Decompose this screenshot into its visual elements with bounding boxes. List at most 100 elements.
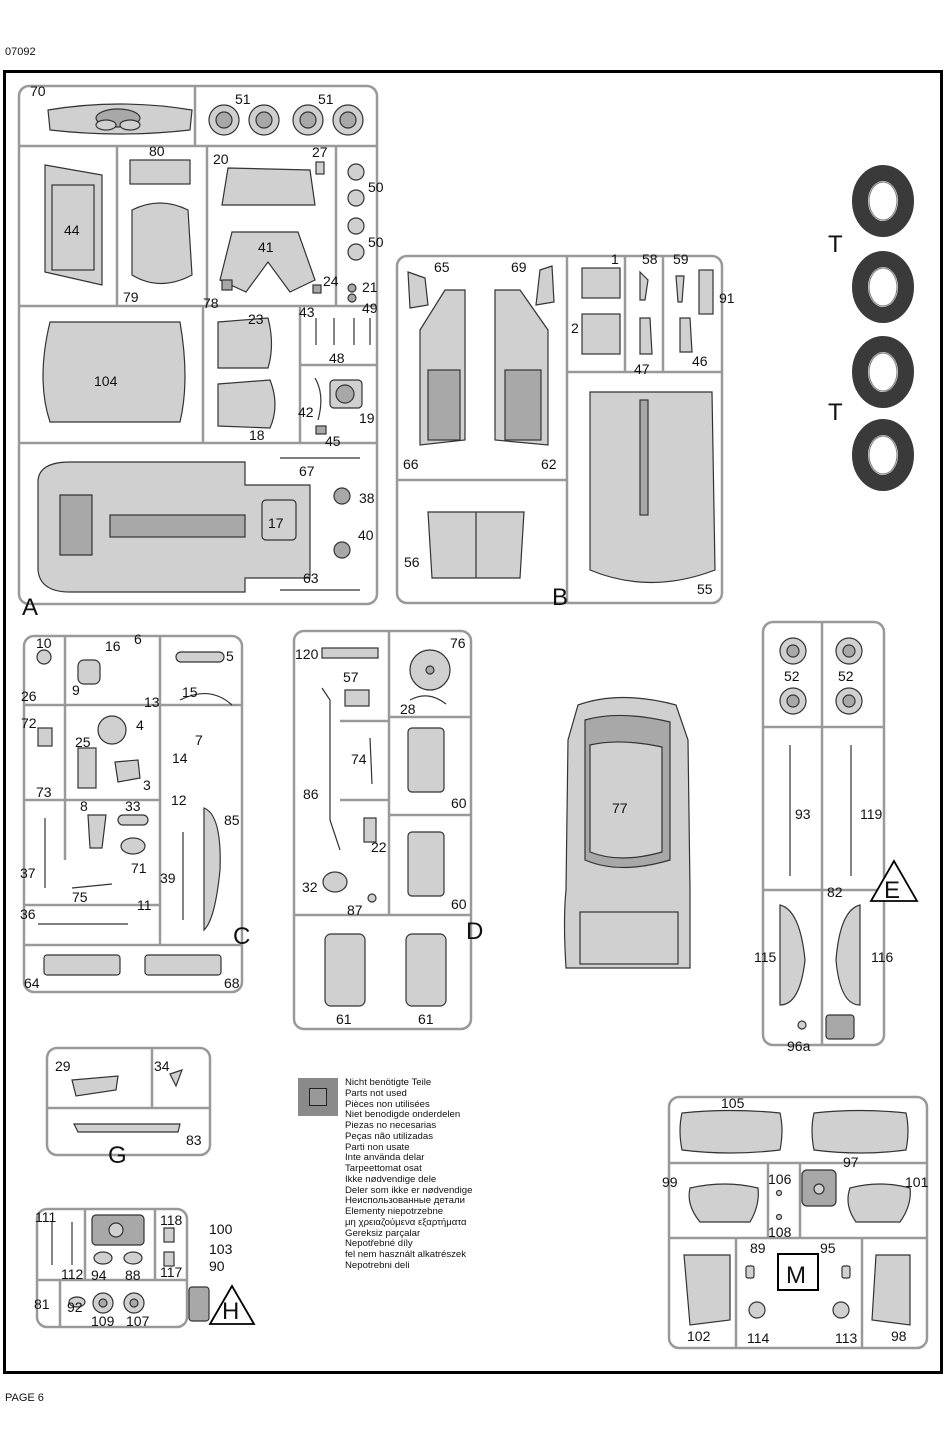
part-number-label: 101 (905, 1174, 929, 1190)
legend-line: Peças não utilizadas (345, 1130, 433, 1142)
part-number-label: 115 (754, 949, 777, 965)
part-number-label: 16 (105, 638, 121, 654)
part-number-label: 66 (403, 456, 419, 472)
part-number-label: 95 (820, 1240, 836, 1256)
box-M-icon (777, 1253, 819, 1291)
part-number-label: 33 (125, 798, 141, 814)
part-number-label: 92 (67, 1299, 83, 1315)
part-number-label: 9 (72, 682, 80, 698)
part-number-label: 72 (21, 715, 37, 731)
legend-line: Parti non usate (345, 1141, 410, 1153)
part-number-label: 25 (75, 734, 91, 750)
part-number-label: 73 (36, 784, 52, 800)
part-number-label: 96a (787, 1038, 811, 1054)
part-number-label: 55 (697, 581, 713, 597)
legend-line: fel nem használt alkatrészek (345, 1249, 467, 1260)
part-number-label: 106 (768, 1171, 792, 1187)
part-number-label: 93 (795, 806, 811, 822)
part-number-label: 111 (35, 1209, 56, 1225)
part-number-label: 14 (172, 750, 188, 766)
legend-line: Niet benodigde onderdelen (345, 1109, 461, 1121)
triangle-H-icon (208, 1284, 256, 1325)
part-number-label: 80 (149, 143, 165, 159)
header-code: 07092 (5, 46, 36, 58)
part-number-label: 88 (125, 1267, 141, 1283)
part-number-label: 113 (835, 1330, 858, 1346)
legend-line: Nicht benötigte Teile (345, 1077, 432, 1088)
part-number-label: 8 (80, 798, 88, 814)
unused-parts-swatch-icon (298, 1078, 338, 1116)
part-number-label: 112 (61, 1266, 84, 1282)
part-number-label: 34 (154, 1058, 170, 1074)
part-number-label: 60 (451, 896, 467, 912)
part-number-label: 24 (323, 273, 339, 289)
part-number-label: 11 (137, 897, 152, 913)
sprue-D (292, 629, 473, 1031)
sprue-letter-a: A (22, 594, 38, 621)
part-number-label: 78 (203, 295, 219, 311)
sprue-letter-c: C (233, 923, 250, 950)
legend-line: Deler som ikke er nødvendige (345, 1184, 473, 1196)
legend-line: Inte använda delar (345, 1152, 425, 1164)
part-number-label: 94 (91, 1267, 107, 1283)
part-number-label: 75 (72, 889, 88, 905)
part-number-label: 103 (209, 1241, 233, 1257)
part-number-label: 82 (827, 884, 843, 900)
part-number-label: 61 (418, 1011, 434, 1027)
triangle-E-icon (869, 859, 919, 902)
part-number-label: 32 (302, 879, 318, 895)
legend-line: Elementy niepotrzebne (345, 1206, 444, 1217)
part-number-label: 52 (784, 668, 800, 684)
part-number-label: 90 (209, 1258, 225, 1274)
part-number-label: 81 (34, 1296, 50, 1312)
part-number-label: 18 (249, 427, 265, 443)
part-number-label: 23 (248, 311, 264, 327)
part-number-label: 26 (21, 688, 37, 704)
part-number-label: 36 (20, 906, 36, 922)
part-number-label: 62 (541, 456, 557, 472)
part-number-label: 44 (64, 222, 80, 238)
sprue-E (761, 620, 919, 1047)
sprue-letter-t: T (828, 399, 843, 426)
part-number-label: 28 (400, 701, 416, 717)
part-number-label: 109 (91, 1313, 115, 1329)
part-number-label: 77 (612, 800, 628, 816)
part-number-label: 87 (347, 902, 363, 918)
part-number-label: 12 (171, 792, 187, 808)
legend-line: Неиспользованные детали (345, 1195, 465, 1207)
part-number-label: 57 (343, 669, 359, 685)
part-number-label: 67 (299, 463, 315, 479)
page-frame (3, 70, 943, 1374)
part-number-label: 108 (768, 1224, 792, 1240)
part-number-label: 20 (213, 151, 229, 167)
part-number-label: 61 (336, 1011, 352, 1027)
part-number-label: 45 (325, 433, 341, 449)
part-number-label: 41 (258, 239, 274, 255)
part-number-label: 97 (843, 1154, 859, 1170)
part-number-label: 105 (721, 1095, 745, 1111)
part-number-label: 3 (143, 777, 151, 793)
part-number-label: 51 (235, 91, 251, 107)
sprue-letter-b: B (552, 584, 568, 611)
part-number-label: 102 (687, 1328, 711, 1344)
part-number-label: 40 (358, 527, 374, 543)
part-number-label: 89 (750, 1240, 766, 1256)
sprue-C (22, 634, 244, 994)
part-number-label: 70 (30, 83, 46, 99)
part-number-label: 71 (131, 860, 147, 876)
part-number-label: 46 (692, 353, 708, 369)
part-number-label: 22 (371, 839, 387, 855)
part-number-label: 86 (303, 786, 319, 802)
sprue-G (45, 1046, 212, 1157)
sprue-A (17, 84, 379, 606)
part-number-label: 48 (329, 350, 345, 366)
part-number-label: 117 (160, 1264, 183, 1280)
part-number-label: 52 (838, 668, 854, 684)
part-number-label: 65 (434, 259, 450, 275)
sprue-letter-t: T (828, 231, 843, 258)
sprue-letter-m: M (786, 1262, 806, 1289)
part-number-label: 98 (891, 1328, 907, 1344)
part-number-label: 4 (136, 717, 144, 733)
part-number-label: 15 (182, 684, 198, 700)
